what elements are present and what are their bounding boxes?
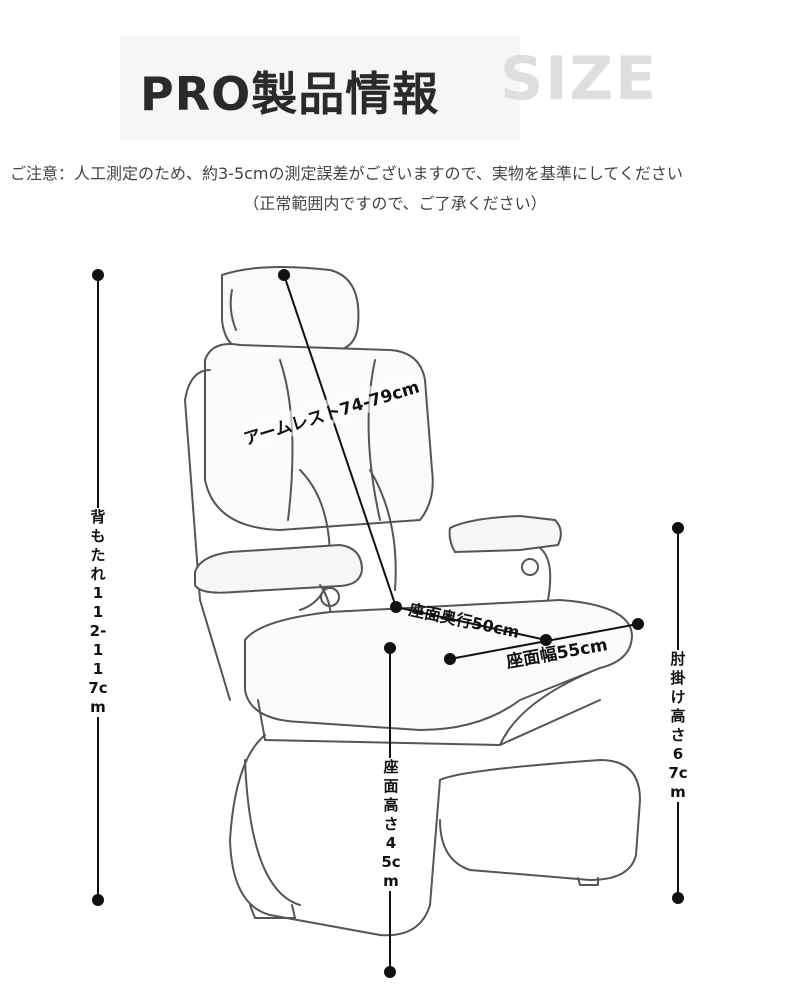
seat-depth-line	[395, 606, 547, 641]
seat-height-top-dot	[384, 642, 396, 654]
backrest-height-top-dot	[92, 269, 104, 281]
chair-base	[229, 734, 441, 937]
elbow-height-label: 肘掛け高さ67cm	[668, 650, 688, 802]
seat-width-line	[449, 623, 639, 660]
backrest-height-bottom-dot	[92, 894, 104, 906]
armrest-line	[283, 274, 397, 608]
chair-headrest	[221, 265, 360, 353]
seat-width-left-dot	[444, 653, 456, 665]
chair-backrest	[204, 343, 434, 531]
title-background	[120, 36, 520, 140]
page-title: PRO製品情報	[140, 67, 440, 121]
chair-seat	[244, 599, 633, 731]
elbow-height-top-dot	[672, 522, 684, 534]
seat-height-label: 座面高さ45cm	[381, 758, 401, 891]
elbow-height-bottom-dot	[672, 892, 684, 904]
chair-left-armrest	[194, 544, 363, 594]
seat-width-right-dot	[632, 618, 644, 630]
backrest-height-label: 背もたれ112-117cm	[88, 508, 108, 717]
armrest-top-dot	[278, 269, 290, 281]
measurement-notice-note: （正常範囲内ですので、ご了承ください）	[243, 194, 547, 213]
measurement-notice: ご注意：人工測定のため、約3-5cmの測定誤差がございますので、実物を基準にして…	[10, 164, 683, 183]
seat-height-bottom-dot	[384, 966, 396, 978]
size-watermark: SIZE	[500, 44, 659, 114]
chair-right-armrest	[448, 515, 562, 553]
